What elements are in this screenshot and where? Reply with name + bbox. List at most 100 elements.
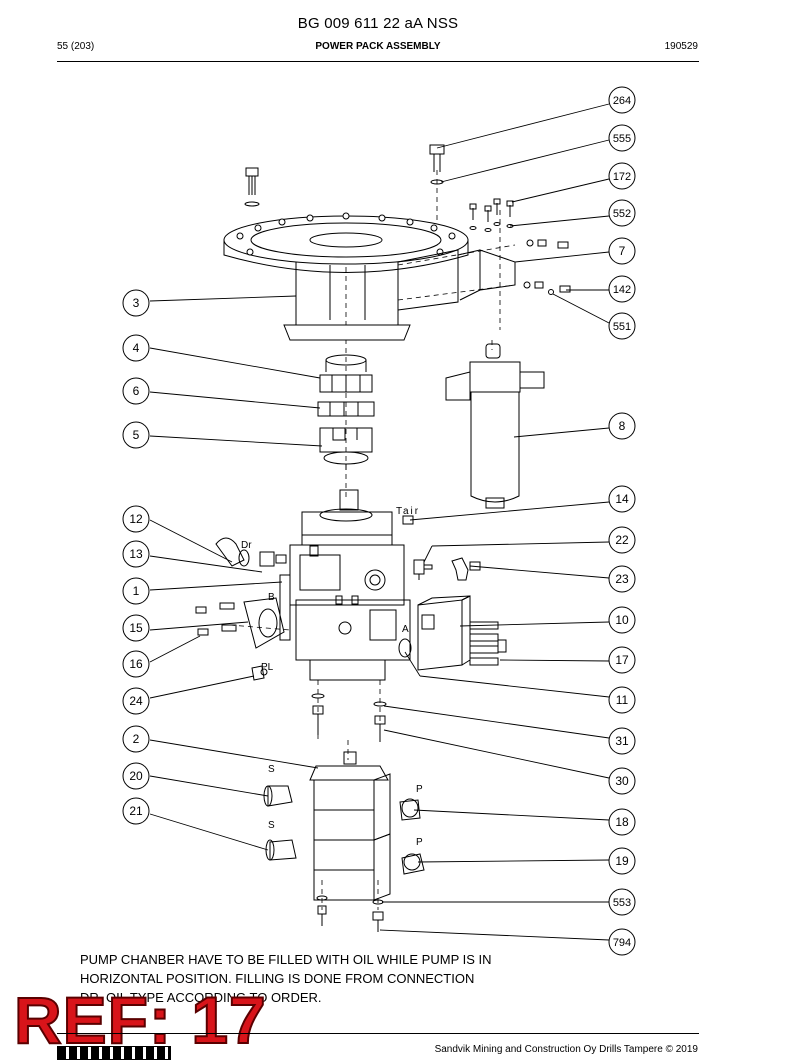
page-number: 55 (203) <box>57 41 95 52</box>
port-label-a: A <box>402 624 409 635</box>
callout-10: 10 <box>608 606 636 634</box>
callout-number: 13 <box>129 547 143 561</box>
callout-circle <box>608 928 636 956</box>
callout-number: 22 <box>615 533 629 547</box>
callout-20: 20 <box>122 762 150 790</box>
callout-circle <box>608 888 636 916</box>
callout-19: 19 <box>608 847 636 875</box>
callout-31: 31 <box>608 727 636 755</box>
callout-circle <box>122 377 150 405</box>
callout-circle <box>608 412 636 440</box>
port-label-pl: PL <box>261 662 274 673</box>
callout-15: 15 <box>122 614 150 642</box>
port-label-b: B <box>268 592 275 603</box>
callout-21: 21 <box>122 797 150 825</box>
header-rule <box>57 61 699 62</box>
callout-number: 8 <box>619 419 626 433</box>
callout-circle <box>122 289 150 317</box>
callout-number: 7 <box>619 244 626 258</box>
callout-circle <box>122 762 150 790</box>
callout-circle <box>122 687 150 715</box>
callout-number: 18 <box>615 815 629 829</box>
callout-22: 22 <box>608 526 636 554</box>
port-label-dr: Dr <box>241 540 252 551</box>
callout-2: 2 <box>122 725 150 753</box>
port-label-p2: P <box>416 837 423 848</box>
callout-number: 1 <box>133 584 140 598</box>
callout-794: 794 <box>608 928 636 956</box>
callout-23: 23 <box>608 565 636 593</box>
callout-number: 14 <box>615 492 629 506</box>
callout-6: 6 <box>122 377 150 405</box>
callout-number: 264 <box>613 95 631 107</box>
callout-number: 2 <box>133 732 140 746</box>
callout-circle <box>608 565 636 593</box>
port-label-tair: Tair <box>396 506 420 517</box>
callout-30: 30 <box>608 767 636 795</box>
callout-circle <box>608 767 636 795</box>
callout-13: 13 <box>122 540 150 568</box>
callout-number: 6 <box>133 384 140 398</box>
callout-number: 3 <box>133 296 140 310</box>
port-label-p1: P <box>416 784 423 795</box>
callout-5: 5 <box>122 421 150 449</box>
callout-18: 18 <box>608 808 636 836</box>
callout-555: 555 <box>608 124 636 152</box>
callout-24: 24 <box>122 687 150 715</box>
callout-number: 15 <box>129 621 143 635</box>
callout-142: 142 <box>608 275 636 303</box>
callout-number: 24 <box>129 694 143 708</box>
callout-number: 16 <box>129 657 143 671</box>
callout-circle <box>608 526 636 554</box>
callout-circle <box>122 505 150 533</box>
callout-number: 12 <box>129 512 143 526</box>
callout-circle <box>608 606 636 634</box>
callout-circle <box>122 650 150 678</box>
document-number: BG 009 611 22 aA NSS <box>297 15 459 32</box>
callout-number: 142 <box>613 284 631 296</box>
callout-circle <box>608 808 636 836</box>
footer-copyright: Sandvik Mining and Construction Oy Drill… <box>434 1044 698 1055</box>
callout-circle <box>122 797 150 825</box>
callout-circle <box>608 847 636 875</box>
callout-circle <box>122 614 150 642</box>
callout-circle <box>608 86 636 114</box>
callout-8: 8 <box>608 412 636 440</box>
callout-3: 3 <box>122 289 150 317</box>
callout-552: 552 <box>608 199 636 227</box>
callout-number: 30 <box>615 774 629 788</box>
callout-circle <box>608 727 636 755</box>
callout-553: 553 <box>608 888 636 916</box>
callout-number: 4 <box>133 341 140 355</box>
callout-number: 552 <box>613 208 631 220</box>
callout-circle <box>608 686 636 714</box>
callout-number: 20 <box>129 769 143 783</box>
callout-number: 172 <box>613 171 631 183</box>
callout-4: 4 <box>122 334 150 362</box>
callout-circle <box>122 334 150 362</box>
callout-circle <box>608 312 636 340</box>
callout-number: 551 <box>613 321 631 333</box>
callout-number: 10 <box>615 613 629 627</box>
note-line-3: DR. OIL TYPE ACCORDING TO ORDER. <box>80 990 322 1005</box>
callout-number: 17 <box>615 653 629 667</box>
callout-circle <box>122 725 150 753</box>
callout-circle <box>608 646 636 674</box>
callout-number: 23 <box>615 572 629 586</box>
note-line-1: PUMP CHANBER HAVE TO BE FILLED WITH OIL … <box>80 952 492 967</box>
assembly-note: PUMP CHANBER HAVE TO BE FILLED WITH OIL … <box>80 950 550 1007</box>
callout-172: 172 <box>608 162 636 190</box>
callout-circle <box>608 124 636 152</box>
callout-12: 12 <box>122 505 150 533</box>
callout-number: 553 <box>613 897 631 909</box>
page-title: POWER PACK ASSEMBLY <box>315 41 441 52</box>
callout-7: 7 <box>608 237 636 265</box>
callout-17: 17 <box>608 646 636 674</box>
callout-circle <box>608 485 636 513</box>
callout-circle <box>122 577 150 605</box>
callout-number: 5 <box>133 428 140 442</box>
reference-stamp: REF: 17 <box>13 983 267 1057</box>
callout-14: 14 <box>608 485 636 513</box>
callout-1: 1 <box>122 577 150 605</box>
